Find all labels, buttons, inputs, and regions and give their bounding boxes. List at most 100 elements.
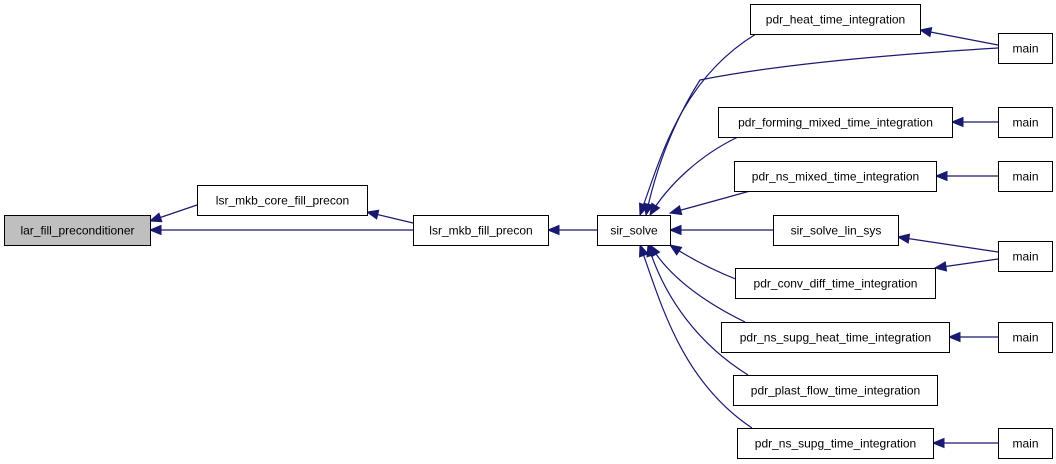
edge-line [919, 29, 999, 46]
edge-line [649, 136, 739, 216]
node-label: pdr_forming_mixed_time_integration [738, 116, 933, 130]
node-n12[interactable]: pdr_conv_diff_time_integration [735, 268, 936, 299]
node-n0[interactable]: lar_fill_preconditioner [4, 215, 151, 246]
node-label: pdr_ns_mixed_time_integration [752, 170, 919, 184]
edge-n3-n2 [546, 224, 597, 236]
edge-n15-n3 [646, 243, 749, 376]
edge-n12-n3 [668, 244, 739, 281]
arrow-head-icon [918, 27, 933, 38]
node-box [773, 215, 899, 246]
arrow-head-icon [649, 202, 661, 217]
node-box [597, 215, 671, 246]
node-label: sir_solve_lin_sys [791, 224, 882, 238]
edge-n8-n3 [668, 190, 751, 216]
edge-line [649, 244, 746, 323]
node-box [718, 107, 953, 138]
arrow-head-icon [646, 243, 657, 258]
node-label: main [1012, 331, 1038, 345]
arrow-head-icon [148, 224, 162, 236]
edge-n16-n3 [639, 243, 753, 429]
node-box [737, 428, 934, 459]
node-n8[interactable]: pdr_ns_mixed_time_integration [734, 161, 937, 192]
node-n5[interactable]: main [998, 33, 1053, 64]
edge-n2-n1 [365, 209, 414, 224]
arrow-head-icon [668, 224, 682, 236]
edge-line [647, 244, 749, 376]
node-box [998, 428, 1053, 459]
node-n4[interactable]: pdr_heat_time_integration [750, 4, 921, 35]
edge-n17-n16 [931, 437, 998, 449]
node-box [998, 241, 1053, 272]
node-box [733, 375, 938, 406]
node-n16[interactable]: pdr_ns_supg_time_integration [737, 428, 934, 459]
node-label: pdr_ns_supg_time_integration [755, 437, 916, 451]
node-label: lsr_mkb_core_fill_precon [216, 194, 349, 208]
node-box [721, 322, 950, 353]
edge-n5-n4 [918, 27, 999, 46]
arrow-head-icon [934, 170, 948, 182]
node-n11[interactable]: main [998, 241, 1053, 272]
node-box [998, 33, 1053, 64]
node-n10[interactable]: sir_solve_lin_sys [773, 215, 899, 246]
node-n7[interactable]: main [998, 107, 1053, 138]
edge-line [645, 47, 999, 216]
node-label: main [1012, 42, 1038, 56]
arrow-head-icon [643, 202, 654, 217]
edge-n14-n13 [947, 331, 998, 343]
node-label: pdr_ns_supg_heat_time_integration [740, 331, 931, 345]
arrow-head-icon [896, 233, 911, 244]
node-box [734, 161, 937, 192]
node-n6[interactable]: pdr_forming_mixed_time_integration [718, 107, 953, 138]
node-label: main [1012, 250, 1038, 264]
node-label: main [1012, 170, 1038, 184]
edge-n2-n0 [148, 224, 413, 236]
edge-n11-n12 [933, 258, 999, 272]
node-n9[interactable]: main [998, 161, 1053, 192]
node-n3[interactable]: sir_solve [597, 215, 671, 246]
node-label: sir_solve [610, 224, 658, 238]
edge-n5-n3 [643, 47, 999, 217]
edge-n7-n6 [950, 116, 998, 128]
node-label: main [1012, 437, 1038, 451]
node-n13[interactable]: pdr_ns_supg_heat_time_integration [721, 322, 950, 353]
nodes-layer: lar_fill_preconditioner lsr_mkb_core_fill… [4, 4, 1053, 459]
edge-n11-n10 [896, 233, 999, 253]
edge-n1-n0 [148, 204, 198, 223]
node-box [413, 215, 549, 246]
node-n14[interactable]: main [998, 322, 1053, 353]
arrow-head-icon [950, 116, 964, 128]
arrow-head-icon [668, 204, 683, 216]
node-box [998, 322, 1053, 353]
edge-line [897, 236, 999, 253]
node-n17[interactable]: main [998, 428, 1053, 459]
node-n1[interactable]: lsr_mkb_core_fill_precon [197, 185, 368, 216]
edge-n6-n3 [649, 136, 739, 217]
node-label: lsr_mkb_fill_precon [429, 224, 532, 238]
arrow-head-icon [546, 224, 560, 236]
edge-line [669, 190, 751, 214]
arrow-head-icon [947, 331, 961, 343]
arrow-head-icon [639, 243, 649, 258]
arrow-head-icon [148, 212, 163, 223]
node-n15[interactable]: pdr_plast_flow_time_integration [733, 375, 938, 406]
node-box [197, 185, 368, 216]
arrow-head-icon [931, 437, 945, 449]
node-box [735, 268, 936, 299]
node-label: pdr_heat_time_integration [766, 13, 905, 27]
edge-n9-n8 [934, 170, 998, 182]
arrow-head-icon [668, 244, 683, 256]
node-label: lar_fill_preconditioner [20, 224, 134, 238]
edge-line [639, 244, 753, 429]
edges-layer [148, 27, 999, 449]
edge-n10-n3 [668, 224, 773, 236]
node-box [4, 215, 151, 246]
node-box [998, 107, 1053, 138]
node-label: pdr_conv_diff_time_integration [754, 277, 918, 291]
node-box [750, 4, 921, 35]
node-box [998, 161, 1053, 192]
arrow-head-icon [365, 209, 380, 220]
node-label: pdr_plast_flow_time_integration [751, 384, 920, 398]
node-n2[interactable]: lsr_mkb_fill_precon [413, 215, 549, 246]
node-label: main [1012, 116, 1038, 130]
